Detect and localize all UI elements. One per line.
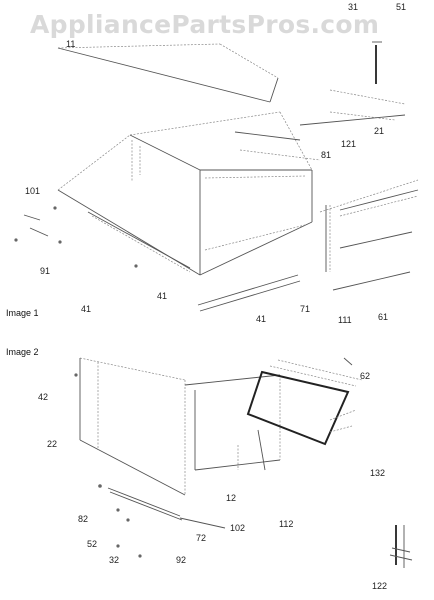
part-label-22: 22 — [47, 439, 58, 449]
part-label-11: 11 — [66, 39, 76, 49]
part-label-71: 71 — [300, 304, 311, 314]
right-side-rails — [319, 179, 419, 291]
part-label-122: 122 — [372, 581, 388, 591]
part-label-51: 51 — [396, 2, 407, 12]
front-bottom-trim — [197, 274, 301, 312]
lower-hardware — [74, 357, 353, 558]
door-handle — [107, 487, 226, 529]
right-bracket-top — [299, 41, 406, 126]
section-title-image-1: Image 1 — [6, 308, 39, 318]
part-label-91: 91 — [40, 266, 51, 276]
part-label-81: 81 — [321, 150, 332, 160]
part-label-132: 132 — [370, 468, 386, 478]
left-screws — [14, 206, 138, 268]
part-label-52: 52 — [87, 539, 98, 549]
part-label-112: 112 — [279, 519, 294, 529]
hinge-assembly — [389, 525, 413, 568]
door-inner-panel — [184, 374, 281, 471]
cabinet-body — [57, 111, 321, 276]
part-label-12: 12 — [226, 493, 237, 503]
part-label-72: 72 — [196, 533, 207, 543]
part-label-101: 101 — [25, 186, 41, 196]
part-label-41c: 41 — [256, 314, 267, 324]
watermark: AppliancePartsPros.com — [30, 10, 380, 39]
part-label-32: 32 — [109, 555, 120, 565]
part-label-82: 82 — [78, 514, 89, 524]
part-label-111: 111 — [338, 315, 352, 325]
part-label-41b: 41 — [81, 304, 92, 314]
cabinet-top-panel — [57, 43, 279, 103]
part-label-61: 61 — [378, 312, 389, 322]
part-label-42: 42 — [38, 392, 49, 402]
part-label-21: 21 — [374, 126, 385, 136]
part-label-92: 92 — [176, 555, 187, 565]
part-label-31: 31 — [348, 2, 359, 12]
part-label-62: 62 — [360, 371, 371, 381]
door-outer-panel — [79, 357, 186, 496]
part-label-41a: 41 — [157, 291, 168, 301]
part-label-121: 121 — [341, 139, 357, 149]
door-window-frame — [246, 370, 350, 446]
door-glass-layers — [269, 359, 363, 433]
part-label-102: 102 — [230, 523, 246, 533]
section-title-image-2: Image 2 — [6, 347, 39, 357]
